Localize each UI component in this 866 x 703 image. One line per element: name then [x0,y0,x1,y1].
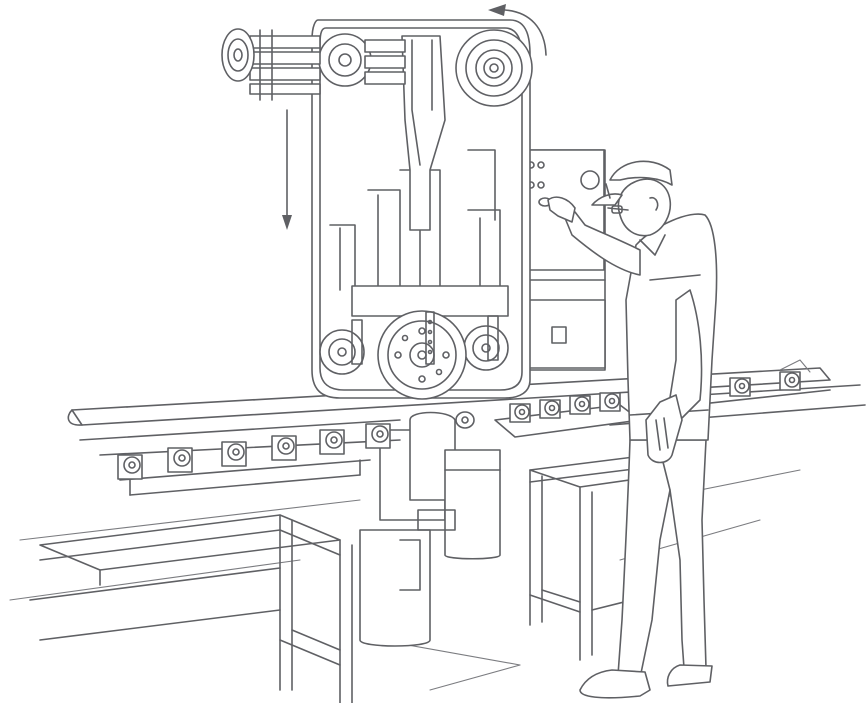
roller [779,371,801,391]
roller [319,429,345,455]
rollers-right [455,371,801,438]
roller [599,392,621,412]
roller [539,399,561,419]
roller [569,395,591,415]
machine-pedestal [359,411,501,647]
pulley-top-left [318,33,372,87]
roller [117,454,143,480]
contact-wheel [377,310,467,400]
pneumatic-cylinders [221,28,406,101]
operator-figure [547,160,718,699]
rollers-left [117,423,391,480]
belt-grinder [311,19,533,400]
left-support-table [29,514,353,703]
roller [455,411,475,429]
roller [729,377,751,397]
downward-feed-arrow [282,109,292,230]
right-support-table [529,454,701,661]
roller [365,423,391,449]
roller [509,403,531,423]
roller [167,447,193,473]
pulley-bottom-left [319,319,365,375]
counter-clockwise-belt-arrow [488,4,547,56]
roller [271,435,297,461]
roller [221,441,247,467]
drive-wheel [455,29,533,107]
